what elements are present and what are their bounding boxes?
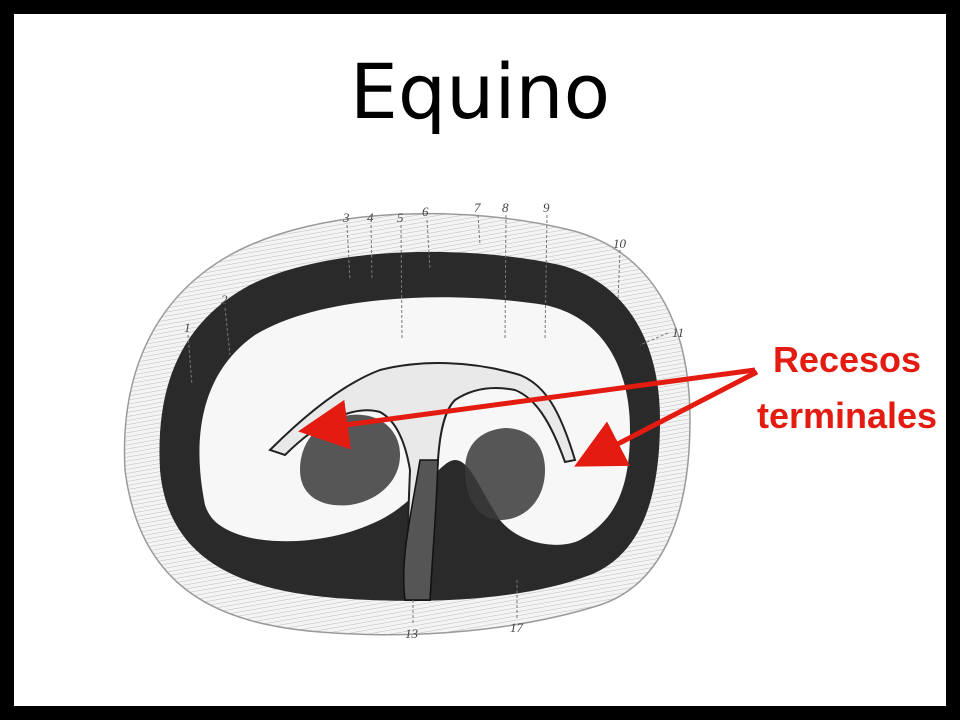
callout-label: Recesos terminales [732,332,960,444]
figure-label-2: 2 [221,292,228,307]
callout-line-2: terminales [756,395,938,436]
arrow-left-recess [298,367,756,450]
ureter [402,459,439,601]
figure-label-1: 1 [184,320,191,335]
figure-label-17: 17 [510,620,524,635]
figure-label-9: 9 [543,200,550,215]
arrow-right-recess [574,369,759,467]
figure-label-8: 8 [502,200,509,215]
figure-label-5: 5 [397,210,404,225]
figure-label-11: 11 [672,325,684,340]
figure-label-13: 13 [405,626,419,641]
figure-label-10: 10 [613,236,627,251]
inner-medulla-right [465,428,545,520]
leader-lines [187,214,669,625]
figure-number-labels: 1 2 3 4 5 6 7 8 9 10 11 13 17 [184,200,684,641]
figure-label-7: 7 [474,200,481,215]
figure-label-4: 4 [367,210,374,225]
callout-line-1: Recesos [772,339,922,380]
figure-label-6: 6 [422,204,429,219]
callout-arrows [298,367,759,467]
figure-label-3: 3 [342,210,350,225]
slide-title: Equino [349,47,611,136]
